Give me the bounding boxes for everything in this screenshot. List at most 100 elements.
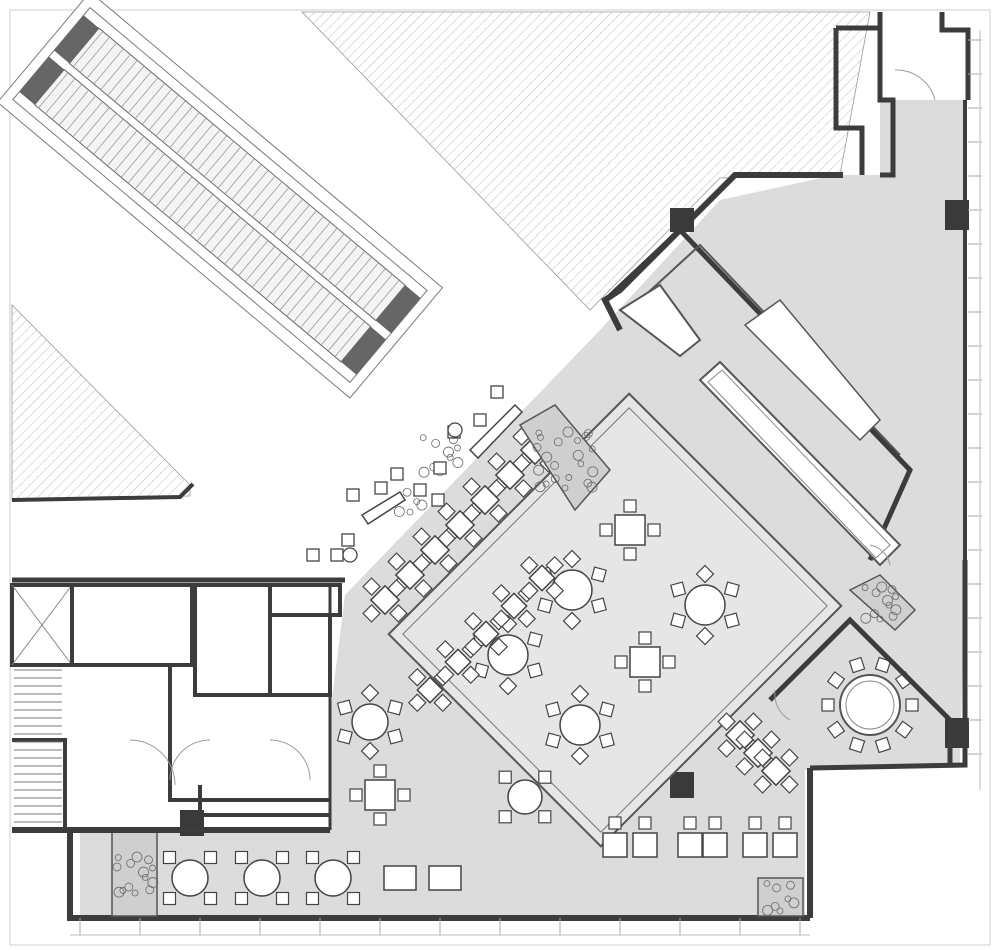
chair: [462, 504, 481, 523]
foliage: [418, 466, 430, 478]
terrace-chair: [433, 461, 447, 475]
chair: [234, 850, 249, 865]
terrace-seating: [306, 385, 504, 563]
chair: [387, 699, 404, 716]
foliage: [119, 887, 127, 894]
escalator-step: [265, 263, 296, 300]
escalator-step: [196, 135, 228, 171]
escalator-step: [155, 170, 186, 207]
escalator-step: [313, 303, 345, 340]
escalator-step: [286, 210, 317, 247]
escalator-step: [307, 227, 338, 264]
escalator-step: [100, 124, 131, 161]
chair: [670, 612, 687, 629]
chair: [545, 581, 565, 601]
escalator-step: [362, 274, 393, 310]
chair: [234, 891, 249, 906]
chair: [608, 816, 622, 830]
chair: [598, 732, 615, 749]
chair: [487, 479, 506, 498]
foliage: [446, 454, 454, 461]
void-hatch-top: [301, 11, 871, 311]
foliage: [431, 438, 441, 448]
foliage: [131, 889, 139, 897]
escalator-step: [210, 217, 241, 253]
foliage: [537, 433, 544, 441]
chair: [570, 684, 590, 704]
escalator-step: [72, 31, 104, 67]
escalator-step: [217, 152, 248, 189]
foliage: [149, 864, 156, 872]
foliage: [562, 426, 574, 438]
foliage: [141, 874, 149, 881]
chair: [437, 502, 456, 521]
chair: [762, 730, 781, 749]
escalator-step: [127, 147, 158, 184]
escalator-step: [210, 146, 241, 183]
escalator-step: [334, 321, 365, 357]
foliage: [574, 437, 581, 445]
escalator-step: [203, 211, 234, 248]
foliage: [561, 484, 569, 492]
escalator-step: [169, 112, 200, 148]
escalator-step: [190, 129, 221, 166]
terrace-chair: [473, 413, 487, 427]
terrace-chair: [413, 483, 427, 497]
chair: [387, 728, 404, 745]
escalator-step: [369, 279, 400, 316]
escalator-step: [141, 88, 173, 125]
escalator-step: [58, 89, 90, 126]
escalator-step: [107, 60, 138, 96]
escalator-step: [245, 246, 276, 282]
escalator-step: [224, 158, 255, 195]
chair: [336, 699, 353, 716]
chair: [562, 549, 582, 569]
foliage: [587, 466, 599, 478]
terrace-chair: [431, 493, 445, 507]
round-table: [507, 779, 543, 815]
escalator-step: [79, 107, 110, 143]
foliage: [876, 615, 884, 623]
escalator-step: [155, 100, 186, 137]
escalator-step: [341, 256, 372, 293]
terrace-chair: [390, 467, 404, 481]
round-table: [314, 859, 352, 897]
chair: [598, 701, 615, 718]
escalator-step: [279, 204, 310, 241]
chair: [848, 736, 866, 754]
planter-bottom-left: [111, 831, 158, 917]
escalator-step: [251, 251, 283, 288]
escalator-step: [38, 72, 69, 109]
foliage: [114, 854, 122, 862]
chair: [346, 850, 361, 865]
tables-layer: [162, 427, 919, 906]
chair: [780, 748, 799, 767]
foliage: [762, 904, 773, 916]
chair: [562, 611, 582, 631]
foliage: [533, 464, 545, 476]
foliage: [452, 457, 464, 468]
chair: [647, 523, 661, 537]
chair: [683, 816, 697, 830]
foliage: [124, 882, 134, 892]
chair: [373, 812, 387, 826]
service-core: [10, 583, 342, 833]
foliage: [772, 883, 781, 893]
chair: [519, 581, 539, 601]
foliage: [138, 866, 149, 878]
foliage: [882, 594, 893, 606]
foliage: [443, 446, 454, 458]
escalator-step: [238, 169, 269, 206]
chair: [695, 626, 715, 646]
escalator-step: [259, 187, 290, 224]
chair: [526, 662, 543, 679]
escalator-step: [286, 280, 317, 317]
foliage: [541, 451, 553, 463]
escalator-step: [217, 222, 248, 259]
chair: [874, 736, 892, 754]
chair: [526, 631, 543, 648]
planter-right: [848, 574, 917, 632]
foliage: [413, 498, 421, 506]
foliage: [786, 880, 795, 890]
escalator-step: [141, 159, 172, 195]
